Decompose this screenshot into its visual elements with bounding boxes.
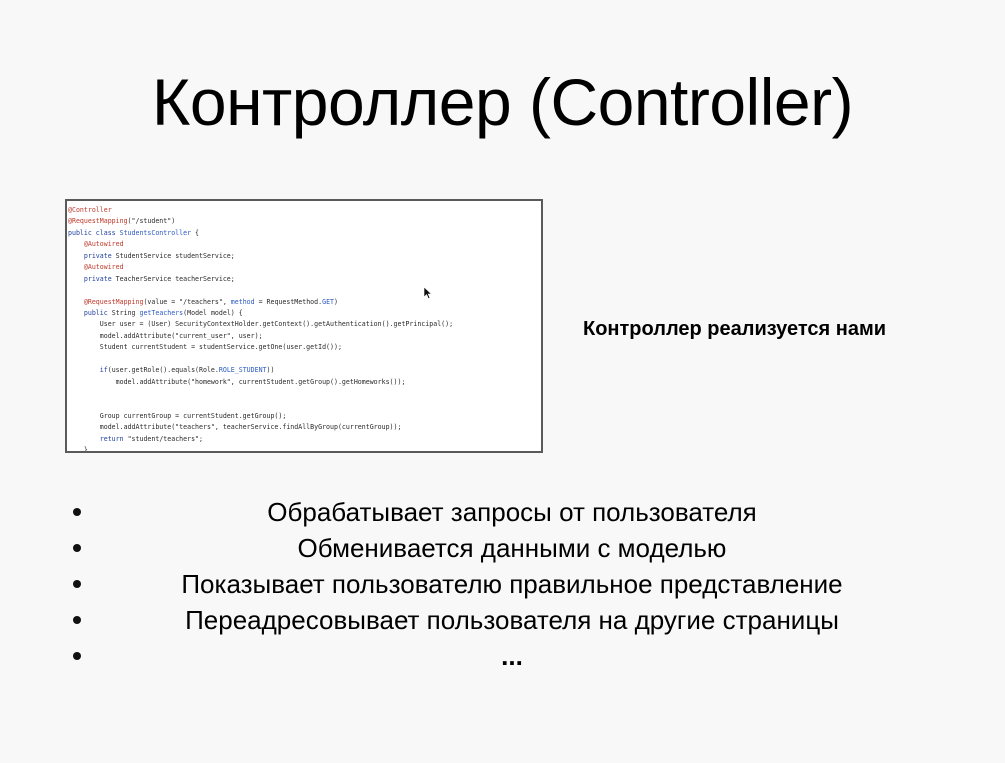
bullet-item: Обрабатывает запросы от пользователя	[0, 494, 1005, 530]
code-token: private	[83, 251, 112, 260]
code-line: return "student/teachers";	[68, 434, 541, 445]
code-token: getTeachers	[139, 308, 184, 317]
bullet-item: ...	[0, 638, 1005, 674]
bullet-text: Обменивается данными с моделью	[297, 533, 727, 563]
bullet-dot-icon	[73, 544, 81, 552]
code-token: Group currentGroup = currentStudent.getG…	[68, 411, 287, 420]
code-line: @RequestMapping(value = "/teachers", met…	[68, 297, 541, 308]
code-line: @RequestMapping("/student")	[68, 216, 541, 227]
code-token	[68, 240, 84, 248]
code-line: private TeacherService teacherService;	[68, 274, 541, 285]
bullet-dot-icon	[73, 580, 81, 588]
slide-title: Контроллер (Controller)	[151, 65, 854, 139]
code-line	[68, 354, 541, 365]
side-note: Контроллер реализуется нами	[583, 318, 887, 340]
code-token: @Autowired	[83, 240, 124, 249]
bullet-dot-icon	[73, 508, 81, 516]
code-token: }	[68, 446, 88, 453]
code-token	[68, 275, 84, 283]
code-token	[68, 366, 100, 374]
code-token: ("/student")	[127, 217, 176, 226]
code-listing: @Controller@RequestMapping("/student")pu…	[68, 205, 541, 453]
bullet-item: Показывает пользователю правильное предс…	[0, 566, 1005, 602]
code-token	[68, 309, 84, 317]
code-token: (user.getRole().equals(Role.	[107, 366, 219, 375]
code-line: public String getTeachers(Model model) {	[68, 308, 541, 319]
code-token: model.addAttribute("homework", currentSt…	[68, 377, 406, 386]
code-token: StudentsController	[119, 228, 192, 237]
code-token: model.addAttribute("current_user", user)…	[68, 331, 263, 340]
code-line: @Controller	[68, 205, 541, 216]
code-line: public class StudentsController {	[68, 228, 541, 239]
code-line: Student currentStudent = studentService.…	[68, 342, 541, 353]
code-line: User user = (User) SecurityContextHolder…	[68, 319, 541, 330]
code-token: User user = (User) SecurityContextHolder…	[68, 320, 454, 329]
code-token	[68, 435, 100, 443]
code-token: GET	[322, 297, 335, 306]
mouse-cursor-icon	[423, 286, 433, 300]
code-token: = RequestMethod.	[254, 297, 323, 306]
code-token: StudentService studentService;	[111, 251, 235, 260]
code-token: return	[99, 434, 124, 443]
bullet-text: ...	[501, 641, 523, 671]
code-line: }	[68, 445, 541, 453]
bullet-text: Обрабатывает запросы от пользователя	[267, 497, 757, 527]
code-token: )	[334, 297, 339, 306]
bullet-item: Переадресовывает пользователя на другие …	[0, 602, 1005, 638]
code-line: private StudentService studentService;	[68, 251, 541, 262]
code-token: private	[83, 274, 112, 283]
code-token: "student/teachers";	[123, 434, 203, 443]
code-token: @RequestMapping	[68, 217, 128, 226]
code-line: Group currentGroup = currentStudent.getG…	[68, 411, 541, 422]
bullet-dot-icon	[73, 652, 81, 660]
code-line: model.addAttribute("current_user", user)…	[68, 331, 541, 342]
code-line: if(user.getRole().equals(Role.ROLE_STUDE…	[68, 365, 541, 376]
code-token: method	[230, 297, 255, 306]
bullet-item: Обменивается данными с моделью	[0, 530, 1005, 566]
bullet-text: Переадресовывает пользователя на другие …	[185, 605, 839, 635]
code-token: (value = "/teachers",	[143, 297, 231, 306]
code-token: @Autowired	[83, 263, 124, 272]
code-token: @Controller	[68, 206, 112, 214]
bullet-dot-icon	[73, 616, 81, 624]
code-token	[68, 252, 84, 260]
code-token: @RequestMapping	[83, 297, 144, 306]
code-token: ROLE_STUDENT	[218, 366, 267, 375]
code-token: model.addAttribute("teachers", teacherSe…	[68, 423, 402, 432]
code-token: (Model model) {	[183, 308, 243, 317]
code-token	[68, 263, 84, 271]
code-token: TeacherService teacherService;	[111, 274, 235, 283]
code-line	[68, 285, 541, 296]
code-screenshot: @Controller@RequestMapping("/student")pu…	[65, 199, 543, 453]
code-line: model.addAttribute("homework", currentSt…	[68, 377, 541, 388]
code-token	[68, 298, 84, 306]
code-line: model.addAttribute("teachers", teacherSe…	[68, 422, 541, 433]
code-token: ))	[266, 366, 275, 375]
code-token: if	[99, 366, 108, 375]
code-line: @Autowired	[68, 262, 541, 273]
code-token: {	[191, 228, 200, 237]
code-token: Student currentStudent = studentService.…	[68, 343, 342, 352]
code-token: String	[107, 308, 140, 317]
code-line	[68, 388, 541, 399]
bullet-text: Показывает пользователю правильное предс…	[181, 569, 843, 599]
code-token: public	[83, 308, 108, 317]
code-line	[68, 399, 541, 410]
code-line: @Autowired	[68, 239, 541, 250]
code-token: public class	[68, 228, 120, 237]
